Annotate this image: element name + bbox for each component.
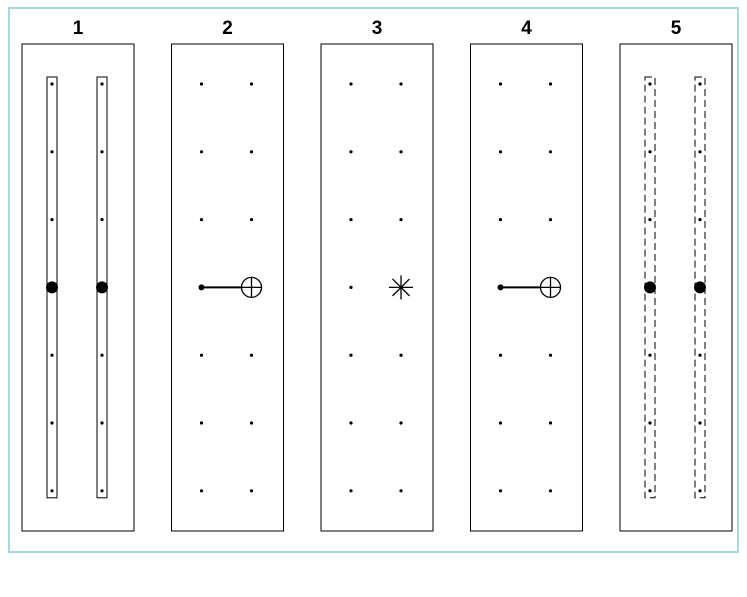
panel-4-dot-r1-c1 [498,82,503,86]
panel-5-dot-r1-c1 [648,82,652,86]
panel-4-dot-r7-c2 [548,489,553,493]
panel-4-dot-r3-c2 [548,218,553,222]
panel-5-dot-r6-c1 [648,421,652,425]
panel-5-dot-r5-c1 [648,353,652,357]
panel-5-label: 5 [671,18,682,39]
panel-4-dot-r7-c1 [498,489,503,493]
panel-1-dot-r6-c2 [100,421,104,425]
panel-5-dot-r7-c2 [698,489,702,493]
panel-3-dot-r3-c2 [399,218,403,222]
panel-3-dot-r1-c2 [399,82,403,86]
panel-1-dot-r2-c2 [100,150,104,154]
panel-3-dot-r1-c1 [349,82,353,86]
panel-2-dot-r2-c1 [199,150,204,154]
panel-3-dot-r3-c1 [349,218,353,222]
panel-5-dot-r3-c2 [698,218,702,222]
panel-5-box [619,43,733,532]
panel-1-label: 1 [73,18,84,39]
panel-3-dot-r7-c1 [349,489,353,493]
panel-2-dot-r7-c1 [199,489,204,493]
panel-3-dot-r5-c1 [349,353,353,357]
panel-1-dot-r4-c1 [46,281,58,294]
panel-3-box [320,43,434,532]
panel-1-box [21,43,135,532]
panel-4-dot-r1-c2 [548,82,553,86]
panel-1-dot-r5-c1 [50,353,54,357]
panel-3-dot-r7-c2 [399,489,403,493]
panel-2-dot-r6-c2 [249,421,254,425]
panel-2-dot-r3-c1 [199,218,204,222]
panel-5-dot-r2-c1 [648,150,652,154]
panel-4-dot-r6-c1 [498,421,503,425]
panel-3-asterisk-stroke-4 [392,278,410,297]
panel-4-dot-r3-c1 [498,218,503,222]
panel-1-dot-r4-c2 [96,281,108,294]
panel-5-dot-r2-c2 [698,150,702,154]
panel-5-dot-r4-c1 [644,281,656,294]
panel-5-dot-r1-c2 [698,82,702,86]
panel-5-dot-r7-c1 [648,489,652,493]
panel-3-label: 3 [372,18,383,39]
panel-2-dot-r3-c2 [249,218,254,222]
panel-1-dot-r3-c2 [100,218,104,222]
panel-1-dot-r2-c1 [50,150,54,154]
panel-2-dot-r5-c1 [199,353,204,357]
panel-2-dot-r1-c1 [199,82,204,86]
panel-4-dot-r6-c2 [548,421,553,425]
panel-1-dot-r1-c2 [100,82,104,86]
panel-1-dot-r1-c1 [50,82,54,86]
panel-2-box [171,43,284,532]
panel-4-dot-r2-c1 [498,150,503,154]
panel-3-dot-r4-c1 [349,285,353,289]
panel-3-dot-r2-c1 [349,150,353,154]
diagram-frame [8,7,739,553]
panel-2-dot-r6-c1 [199,421,204,425]
panel-1-dot-r5-c2 [100,353,104,357]
panel-5-dot-r3-c1 [648,218,652,222]
panel-3-dot-r6-c1 [349,421,353,425]
panel-5-dot-r4-c2 [694,281,706,294]
panel-4-dot-r2-c2 [548,150,553,154]
panel-2-dot-r1-c2 [249,82,254,86]
panel-3-dot-r5-c2 [399,353,403,357]
panel-4-dot-r5-c2 [548,353,553,357]
panel-1-dot-r3-c1 [50,218,54,222]
panel-1-dot-r6-c1 [50,421,54,425]
panel-4-box [470,43,583,532]
panel-4-dot-r5-c1 [498,353,503,357]
panel-3-dot-r2-c2 [399,150,403,154]
panel-3-dot-r6-c2 [399,421,403,425]
panel-4-label: 4 [521,18,532,39]
panel-2-dot-r7-c2 [249,489,254,493]
panel-5-dot-r6-c2 [698,421,702,425]
panel-2-label: 2 [222,18,233,39]
panel-2-dot-r5-c2 [249,353,254,357]
panel-5-dot-r5-c2 [698,353,702,357]
panel-1-dot-r7-c1 [50,489,54,493]
panel-2-dot-r2-c2 [249,150,254,154]
panel-1-dot-r7-c2 [100,489,104,493]
